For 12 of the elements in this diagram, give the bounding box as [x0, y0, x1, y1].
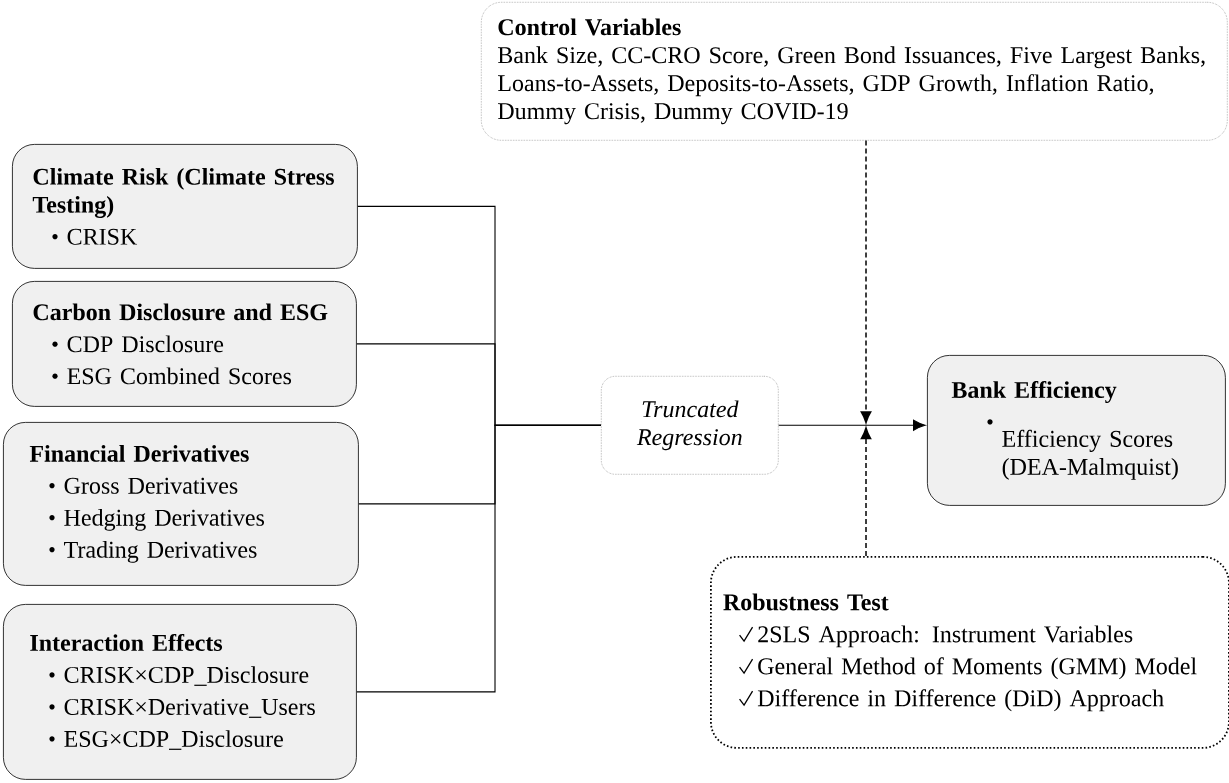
- variable-box: Interaction Effects CRISK×CDP_Disclosure CRISK×Derivative_Users ESG×CDP_Disclosure: [3, 604, 357, 780]
- variable-box: Carbon Disclosure and ESG CDP Disclosure ESG Combined Scores: [12, 281, 357, 407]
- dashed-arrow: [860, 139, 872, 424]
- connector: [356, 424, 602, 693]
- robustness-box: Robustness Test 2SLS Approach: Instrument Variables General Method of Moments (GMM) Model Difference in Difference (DiD) Approach: [710, 556, 1229, 749]
- outcome-box: Bank Efficiency Efficiency Scores (DEA-Malmquist): [927, 355, 1226, 506]
- method-box: Truncated Regression: [601, 376, 779, 475]
- variable-box: Financial Derivatives Gross Derivatives Hedging Derivatives Trading Derivatives: [3, 422, 359, 586]
- variable-box: Climate Risk (Climate Stress Testing) CRISK: [12, 144, 358, 269]
- dashed-arrow: [860, 427, 872, 557]
- arrow: [778, 419, 926, 431]
- control-variables-box: Control Variables Bank Size, CC-CRO Score, Green Bond Issuances, Five Largest Banks, Loans-to-Assets, Deposits-to-Assets, GDP Growth, Inflation Ratio, Dummy Crisis, Dummy COVID-19: [481, 2, 1228, 141]
